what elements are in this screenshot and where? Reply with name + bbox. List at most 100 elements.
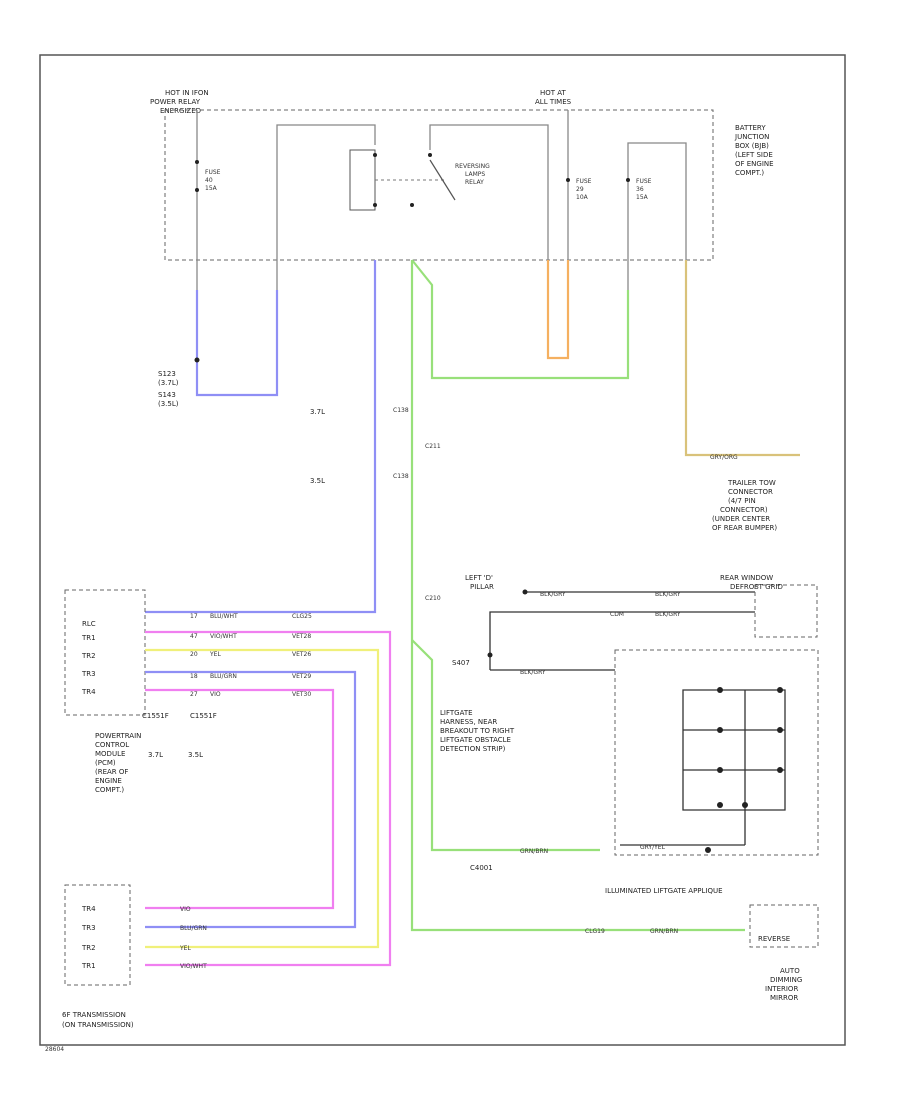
trans-wire-tr4: VIO — [180, 906, 191, 913]
label-c210: C210 — [425, 595, 441, 602]
label-hot-at-2: ALL TIMES — [535, 98, 572, 106]
led-1 — [717, 687, 723, 693]
green-wire-liftgate — [411, 639, 600, 852]
label-ill-liftgate: ILLUMINATED LIFTGATE APPLIQUE — [605, 887, 723, 895]
pcm-conn-1: C1551F — [142, 712, 169, 720]
mirror-l1: AUTO — [780, 967, 800, 975]
mirror-l4: MIRROR — [770, 994, 798, 1002]
label-s123: S123 — [158, 370, 176, 378]
trans-wire-tr3: BLU/GRN — [180, 925, 207, 932]
wire-label-blkgry-1: BLK/GRY — [540, 591, 566, 598]
blue-wire-tr3 — [145, 670, 357, 929]
pcm-pin-tr3: TR3 — [81, 670, 96, 678]
pcm-l1: POWERTRAIN — [95, 732, 141, 740]
fuse-29-l1: FUSE — [576, 178, 592, 185]
led-7 — [717, 802, 723, 808]
pcm-wire-tr1: VIO/WHT — [210, 633, 237, 640]
pcm-wire-rlc: BLU/WHT — [210, 613, 238, 620]
relay-l2: LAMPS — [465, 171, 485, 178]
fuse-40-top — [195, 160, 199, 164]
label-hot-ign-3: ENERGIZED — [160, 107, 201, 115]
footer-code: 28604 — [45, 1046, 64, 1053]
label-left-d: LEFT 'D' — [465, 574, 493, 582]
tan-wire-trailer — [684, 260, 800, 457]
trans-pin-tr4: TR4 — [81, 905, 96, 913]
liftgate-applique-box — [614, 649, 819, 856]
mirror-box — [749, 904, 819, 948]
fuse-36-l3: 15A — [636, 194, 649, 201]
relay-node-2 — [373, 203, 377, 207]
fuse-40-l1: FUSE — [205, 169, 221, 176]
green-wire-reverse — [410, 260, 745, 932]
pcm-circ-tr4: VET30 — [292, 691, 311, 698]
trans-pin-tr3: TR3 — [81, 924, 96, 932]
yellow-wire-tr2 — [145, 648, 380, 949]
pcm-num-rlc: 17 — [190, 613, 198, 620]
pcm-pin-tr2: TR2 — [81, 652, 96, 660]
label-s123-v: (3.7L) — [158, 379, 179, 387]
fuse-29-l2: 29 — [576, 186, 584, 193]
led-4 — [777, 727, 783, 733]
pcm-var-1: 3.7L — [148, 751, 163, 759]
fuse-40-l2: 40 — [205, 177, 213, 184]
pcm-l6: ENGINE — [95, 777, 122, 785]
label-bjb-1: BATTERY — [735, 124, 766, 132]
mirror-l2: DIMMING — [770, 976, 802, 984]
label-s143-v: (3.5L) — [158, 400, 179, 408]
mirror-reverse: REVERSE — [758, 935, 790, 943]
wire-label-blkgry-3: BLK/GRY — [655, 611, 681, 618]
label-trailer-6: OF REAR BUMPER) — [712, 524, 777, 532]
pcm-num-tr1: 47 — [190, 633, 198, 640]
wire-label-gnbrn-1: GRN/BRN — [520, 848, 548, 855]
relay-feed-wire — [276, 124, 376, 290]
pcm-l7: COMPT.) — [95, 786, 124, 794]
label-c211: C211 — [425, 443, 441, 450]
pcm-circ-tr3: VET29 — [292, 673, 311, 680]
wire-label-blkgry-4: BLK/GRY — [520, 669, 546, 676]
magenta-wire-tr4 — [145, 688, 335, 910]
pcm-var-2: 3.5L — [188, 751, 203, 759]
wire-label-clg19: CLG19 — [585, 928, 605, 935]
pcm-circ-tr2: VET26 — [292, 651, 311, 658]
label-pillar: PILLAR — [470, 583, 494, 591]
pcm-wire-tr3: BLU/GRN — [210, 673, 237, 680]
label-rear-win-1: REAR WINDOW — [720, 574, 773, 582]
splice-s123 — [194, 357, 200, 363]
pcm-l2: CONTROL — [95, 741, 129, 749]
fuse-40-l3: 15A — [205, 185, 218, 192]
fuse-29-top — [566, 178, 570, 182]
led-3 — [717, 727, 723, 733]
label-bjb-3: BOX (BJB) — [735, 142, 769, 150]
ground-left-d — [522, 589, 528, 595]
led-5 — [717, 767, 723, 773]
label-bjb-5: OF ENGINE — [735, 160, 774, 168]
label-liftgate-4: LIFTGATE OBSTACLE — [440, 736, 511, 744]
pcm-box — [64, 589, 146, 716]
wire-label-gryorg: GRY/ORG — [710, 454, 738, 461]
magenta-wire-tr1 — [145, 630, 392, 967]
fuse-29-l3: 10A — [576, 194, 589, 201]
trans-wire-tr2: YEL — [179, 945, 191, 952]
label-trailer-2: CONNECTOR — [728, 488, 773, 496]
wire-label-cdm: CDM — [610, 611, 624, 618]
trans-box — [64, 884, 131, 986]
diagram-frame — [39, 54, 846, 1046]
pcm-circ-rlc: CLG25 — [292, 613, 312, 620]
label-liftgate-1: LIFTGATE — [440, 709, 473, 717]
green-wire-trailer — [411, 259, 630, 380]
fuse-36-l1: FUSE — [636, 178, 652, 185]
label-s143: S143 — [158, 391, 176, 399]
relay-l3: RELAY — [465, 179, 484, 186]
pcm-conn-2: C1551F — [190, 712, 217, 720]
fuse-36-wire — [627, 142, 687, 290]
blue-wire-s123 — [195, 290, 279, 397]
pcm-num-tr4: 27 — [190, 691, 198, 698]
relay-node-1 — [373, 153, 377, 157]
led-8 — [742, 802, 748, 808]
label-liftgate-2: HARNESS, NEAR — [440, 718, 497, 726]
mirror-l3: INTERIOR — [765, 985, 798, 993]
label-c138-b: C138 — [393, 473, 409, 480]
fuse-36-top — [626, 178, 630, 182]
rear-window-box — [754, 584, 818, 638]
pcm-pin-rlc: RLC — [82, 620, 96, 628]
